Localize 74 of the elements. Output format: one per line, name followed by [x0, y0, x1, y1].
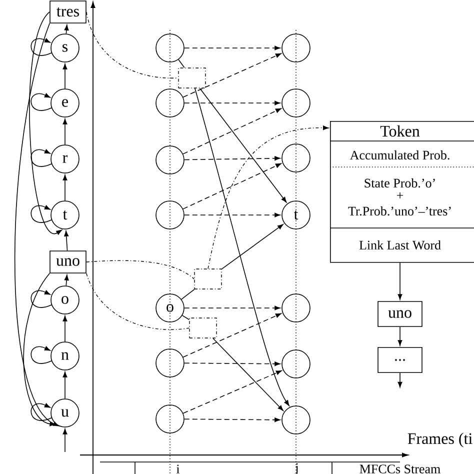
arrow — [184, 362, 280, 366]
state-circle — [156, 348, 184, 378]
arrow — [62, 372, 68, 399]
token-box — [178, 68, 206, 88]
arrow — [182, 313, 282, 358]
arrow — [184, 418, 280, 422]
state-circle — [156, 34, 184, 62]
arrow — [62, 174, 68, 201]
token-box — [194, 268, 222, 290]
arrow — [23, 273, 56, 426]
token-box — [189, 318, 217, 338]
arrow — [184, 212, 280, 218]
connector — [178, 59, 185, 68]
field-text: Link Last Word — [359, 240, 441, 250]
arrow — [184, 156, 280, 161]
arrow — [62, 118, 68, 145]
arrow — [64, 230, 69, 251]
arrow — [182, 370, 282, 414]
token-record — [330, 121, 474, 263]
arrow — [30, 205, 52, 223]
arrow — [30, 290, 52, 308]
connector — [86, 260, 194, 280]
arrow — [30, 149, 52, 167]
connector — [86, 273, 190, 330]
arrow — [64, 24, 69, 34]
connector — [182, 315, 190, 320]
arrow — [64, 274, 69, 286]
state-circle — [282, 350, 310, 378]
arrow — [194, 88, 290, 406]
word-box: uno — [378, 301, 422, 327]
field-text: Accumulated Prob. — [350, 150, 450, 160]
state-circle — [282, 34, 310, 62]
state-circle — [156, 88, 184, 118]
cell-text: i — [176, 464, 180, 474]
arrow — [30, 346, 52, 364]
arrow — [221, 224, 284, 270]
arrow — [30, 38, 52, 56]
arrow — [182, 53, 282, 98]
axis-label: Frames (ti — [408, 432, 472, 448]
arrow — [62, 316, 68, 342]
state-circle — [156, 200, 184, 230]
arrow — [62, 428, 68, 452]
arrow — [212, 338, 284, 411]
arrow — [199, 88, 287, 203]
state-circle — [156, 404, 184, 434]
cell-text: MFCCs Stream — [360, 464, 440, 474]
arrow — [184, 100, 280, 106]
heading: Token — [380, 125, 420, 137]
arrow — [184, 46, 280, 50]
arrow — [184, 306, 280, 310]
arrow — [398, 372, 402, 388]
arrow — [30, 93, 52, 111]
connector — [208, 126, 329, 269]
state-circle — [282, 144, 310, 172]
arrow — [29, 12, 62, 235]
plus-sign: + — [396, 192, 404, 198]
arrow — [182, 108, 282, 154]
field-text: State Prob.’o’ — [364, 178, 435, 188]
state-circle — [156, 146, 184, 174]
state-circle — [282, 294, 310, 322]
state-circle — [282, 406, 310, 434]
arrow — [30, 403, 52, 421]
state-circle — [282, 88, 310, 118]
arrow — [14, 23, 59, 426]
connector — [86, 12, 178, 78]
arrow — [398, 326, 402, 346]
connector — [181, 288, 195, 300]
arrow — [398, 262, 402, 300]
field-text: Tr.Prob.’uno’–’tres’ — [348, 206, 451, 216]
word-box: tres — [50, 0, 86, 24]
word-box: uno — [50, 250, 86, 274]
arrow — [182, 163, 282, 210]
word-box: ... — [378, 347, 422, 373]
arrow — [62, 64, 68, 89]
